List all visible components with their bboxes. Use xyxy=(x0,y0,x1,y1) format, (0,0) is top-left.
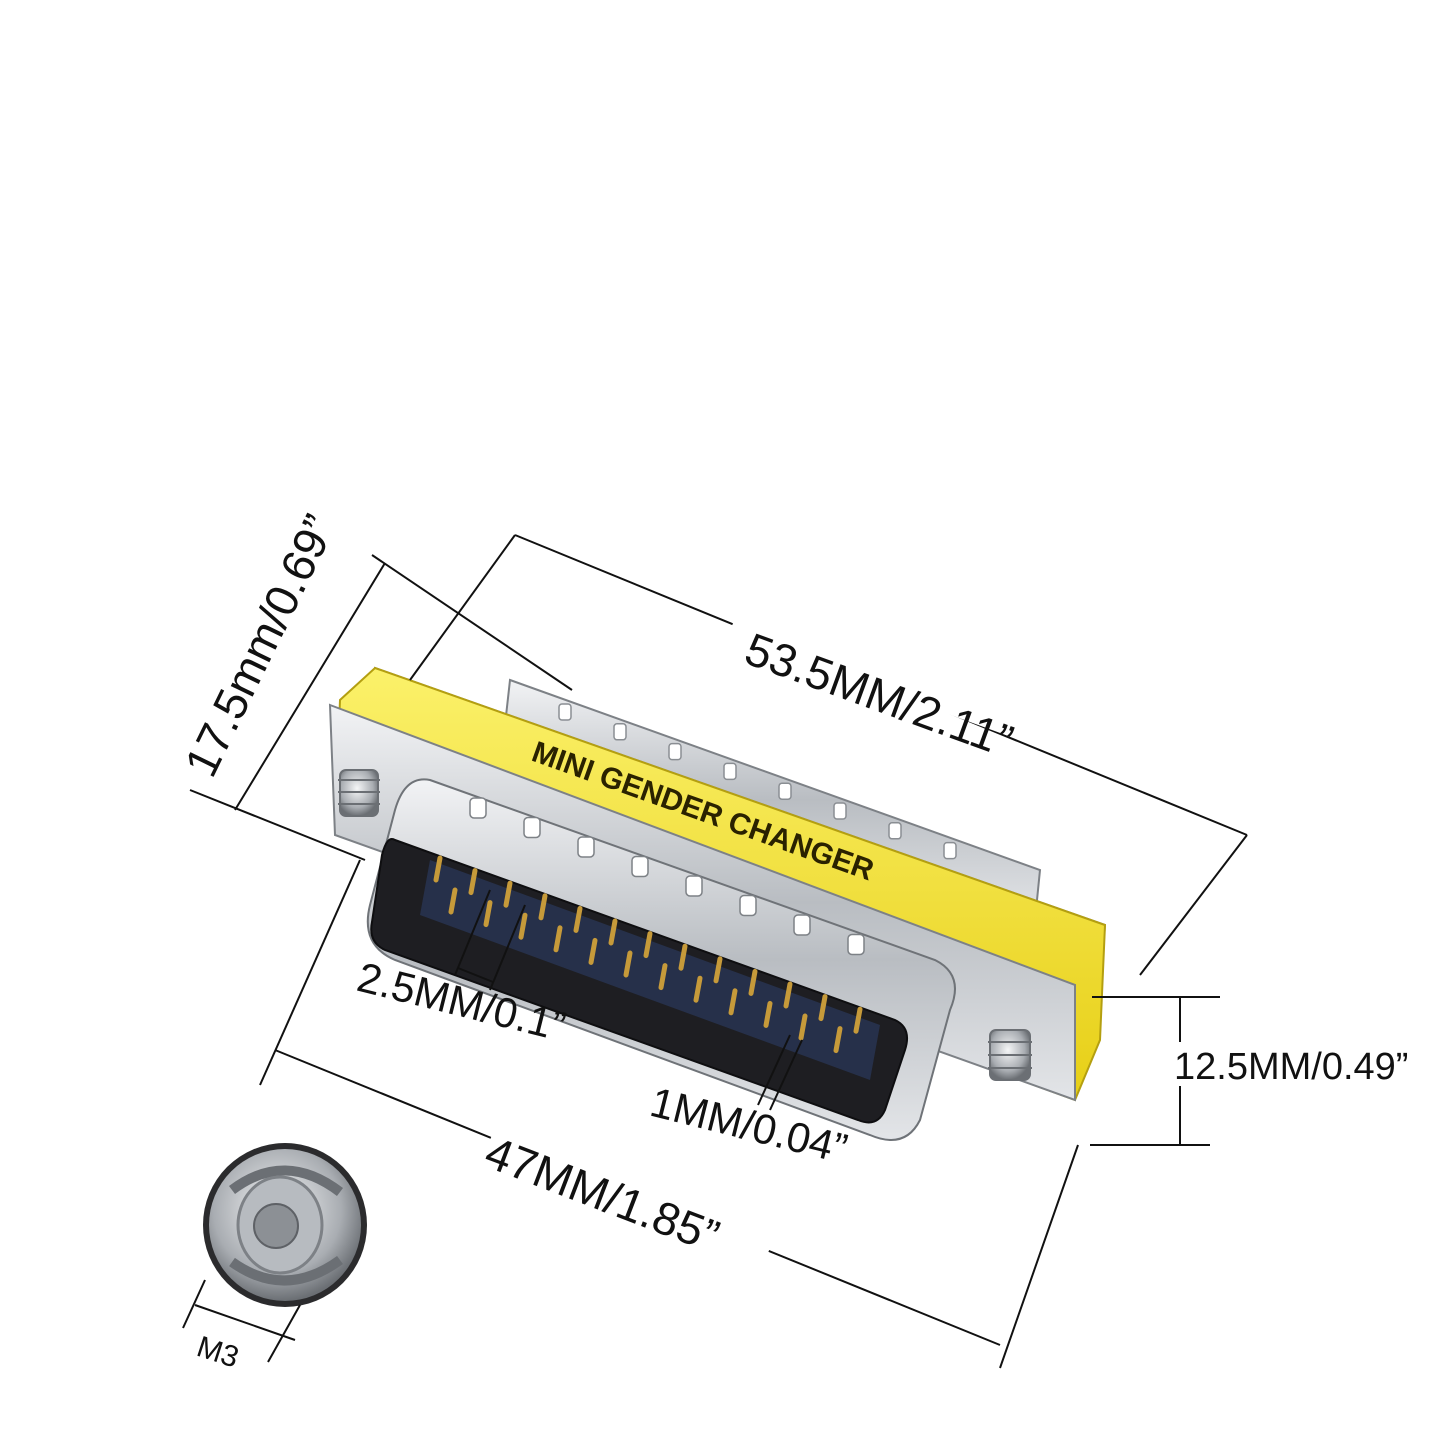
gold-pin xyxy=(693,975,703,1003)
gold-pin xyxy=(678,943,688,971)
gold-pin xyxy=(468,868,478,896)
dim-height-label: 12.5MM/0.49” xyxy=(1174,1046,1408,1088)
right-thumbscrew xyxy=(988,1029,1032,1081)
socket-hole xyxy=(943,841,957,860)
gold-pin xyxy=(573,905,583,933)
m3-screw-detail: M3 xyxy=(182,1143,367,1375)
socket-hole xyxy=(613,723,627,741)
socket-hole xyxy=(833,802,847,820)
socket-hole xyxy=(469,797,487,819)
socket-hole xyxy=(778,782,792,800)
gold-pin xyxy=(503,880,513,908)
left-thumbscrew xyxy=(338,769,380,817)
gold-pin xyxy=(713,956,723,984)
gold-pin xyxy=(553,925,563,953)
gold-pin xyxy=(728,988,738,1016)
gold-pin xyxy=(763,1000,773,1028)
gold-pin xyxy=(783,981,793,1009)
gender-changer-connector: MINI GENDER CHANGER xyxy=(328,666,1107,1141)
socket-hole xyxy=(631,855,649,878)
gold-pin xyxy=(643,931,653,959)
gold-pin xyxy=(483,900,493,928)
socket-hole xyxy=(723,762,737,781)
gold-pin xyxy=(818,994,828,1022)
socket-hole xyxy=(523,816,541,839)
front-socket-row xyxy=(469,797,865,956)
socket-hole xyxy=(847,933,865,956)
gold-pin xyxy=(448,887,458,915)
gold-pin xyxy=(853,1006,863,1034)
socket-hole xyxy=(668,742,682,761)
socket-hole xyxy=(685,875,703,897)
front-gold-pins xyxy=(433,855,863,1054)
socket-hole xyxy=(577,836,595,858)
gold-pin xyxy=(433,855,443,883)
gold-pin xyxy=(623,950,633,978)
dim-screw-label: M3 xyxy=(193,1330,243,1374)
socket-hole xyxy=(888,822,902,840)
gold-pin xyxy=(748,968,758,996)
dimension-height: 12.5MM/0.49” xyxy=(1090,996,1440,1146)
gold-pin xyxy=(538,893,548,921)
socket-hole xyxy=(739,894,757,917)
gold-pin xyxy=(608,918,618,946)
socket-hole xyxy=(793,914,811,936)
gold-pin xyxy=(518,912,528,940)
back-shell-pins xyxy=(558,703,957,860)
gold-pin xyxy=(798,1013,808,1041)
gold-pin xyxy=(658,963,668,991)
socket-hole xyxy=(558,703,572,721)
gold-pin xyxy=(588,937,598,965)
dim-depth-label: 17.5mm/0.69” xyxy=(174,507,345,785)
gold-pin xyxy=(833,1026,843,1054)
